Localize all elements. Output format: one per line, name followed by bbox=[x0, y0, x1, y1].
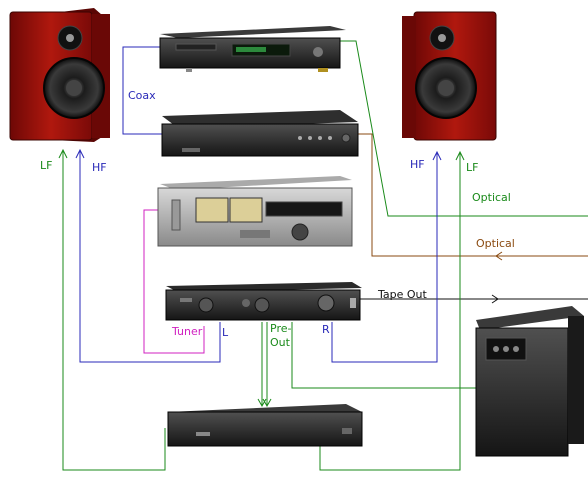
right-lf-wire bbox=[319, 152, 461, 471]
tape-out-arrow bbox=[491, 294, 499, 304]
wires bbox=[58, 40, 588, 471]
tuner-label: Tuner bbox=[172, 325, 203, 338]
right-lf-label: LF bbox=[466, 161, 479, 174]
pre-out-arrow-2 bbox=[262, 398, 272, 408]
subwoofer-unit bbox=[475, 306, 584, 457]
optical-wire-cd bbox=[340, 40, 588, 217]
preamp-unit bbox=[165, 282, 362, 321]
coax-wire bbox=[122, 46, 162, 135]
power-amp-unit bbox=[167, 404, 363, 447]
sub-wire bbox=[291, 322, 478, 389]
cd-player bbox=[159, 26, 346, 72]
left-hf-wire bbox=[79, 150, 221, 363]
right-lf-arrow bbox=[455, 150, 465, 161]
left-lf-wire bbox=[62, 150, 166, 471]
tuner-wire bbox=[143, 209, 205, 354]
coax-label: Coax bbox=[128, 89, 156, 102]
tuner-unit bbox=[157, 176, 353, 247]
pre-out-label-1: Pre- bbox=[270, 322, 292, 335]
left-lf-arrow bbox=[58, 148, 68, 159]
r-label: R bbox=[322, 323, 330, 336]
right-hf-wire bbox=[331, 152, 438, 363]
l-label: L bbox=[222, 326, 229, 339]
right-hf-label: HF bbox=[410, 158, 425, 171]
optical-label-2: Optical bbox=[476, 237, 515, 250]
right-speaker bbox=[402, 11, 497, 141]
left-hf-arrow bbox=[75, 148, 85, 159]
optical-arrow bbox=[495, 251, 503, 261]
left-lf-label: LF bbox=[40, 159, 53, 172]
pre-out-label-2: Out bbox=[270, 336, 290, 349]
left-hf-label: HF bbox=[92, 161, 107, 174]
optical-wire-dac bbox=[357, 133, 588, 257]
dac-unit bbox=[161, 110, 359, 157]
optical-label-1: Optical bbox=[472, 191, 511, 204]
tape-out-label: Tape Out bbox=[378, 288, 427, 301]
left-speaker bbox=[9, 8, 110, 142]
right-hf-arrow bbox=[432, 150, 442, 161]
